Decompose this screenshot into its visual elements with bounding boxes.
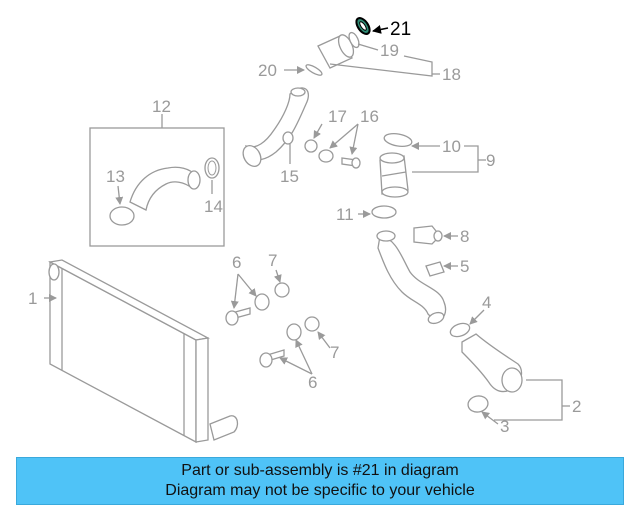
callout-9: 9 — [486, 151, 495, 170]
info-banner: Part or sub-assembly is #21 in diagram D… — [16, 457, 624, 505]
hose-13[interactable] — [109, 166, 201, 226]
banner-line-1: Part or sub-assembly is #21 in diagram — [181, 462, 459, 479]
callout-7-upper: 7 — [268, 251, 277, 270]
sensor-8[interactable] — [413, 225, 443, 245]
callout-6-lower: 6 — [308, 373, 317, 392]
callout-3: 3 — [500, 417, 509, 436]
callout-19: 19 — [380, 41, 399, 60]
o-ring-4[interactable] — [449, 321, 472, 339]
parts-diagram: 21 19 18 20 15 17 16 10 9 — [28, 16, 581, 444]
callout-10: 10 — [442, 137, 461, 156]
callout-1: 1 — [28, 289, 37, 308]
callout-4: 4 — [482, 293, 491, 312]
hose-2[interactable] — [461, 333, 523, 393]
callout-7-lower: 7 — [330, 343, 339, 362]
callout-5: 5 — [460, 257, 469, 276]
mount-16[interactable] — [318, 149, 361, 169]
callout-21: 21 — [390, 19, 411, 40]
callout-12: 12 — [152, 97, 171, 116]
callout-13: 13 — [106, 167, 125, 186]
clamp-3[interactable] — [467, 394, 489, 413]
callout-8: 8 — [460, 227, 469, 246]
callout-2: 2 — [572, 397, 581, 416]
callout-16: 16 — [360, 107, 379, 126]
callout-19-leader — [357, 43, 379, 51]
bolt-6-lower[interactable] — [259, 323, 302, 368]
callout-14: 14 — [204, 197, 223, 216]
callout-21-leader — [372, 25, 389, 34]
clamp-11[interactable] — [371, 205, 397, 219]
callout-18: 18 — [442, 65, 461, 84]
charge-air-hose-15[interactable] — [240, 87, 310, 170]
coupling-9[interactable] — [379, 152, 409, 198]
callout-20: 20 — [258, 61, 277, 80]
callout-11: 11 — [336, 205, 354, 224]
o-ring-20[interactable] — [305, 63, 324, 77]
callout-18-bracket — [329, 55, 433, 77]
callout-15: 15 — [280, 167, 299, 186]
callout-6-upper: 6 — [232, 253, 241, 272]
intercooler-1[interactable] — [48, 259, 239, 444]
seal-ring-21[interactable] — [354, 16, 373, 36]
clamp-10[interactable] — [383, 132, 413, 149]
nut-7-upper[interactable] — [274, 282, 290, 298]
seal-14[interactable] — [204, 157, 220, 179]
connector-pipe-18[interactable] — [317, 31, 361, 69]
nut-7-lower[interactable] — [304, 316, 320, 332]
banner-line-2: Diagram may not be specific to your vehi… — [165, 482, 475, 499]
intake-pipe-5[interactable] — [376, 230, 447, 325]
bolt-6-upper[interactable] — [225, 293, 270, 326]
callout-17: 17 — [328, 107, 347, 126]
grommet-17[interactable] — [304, 139, 318, 153]
